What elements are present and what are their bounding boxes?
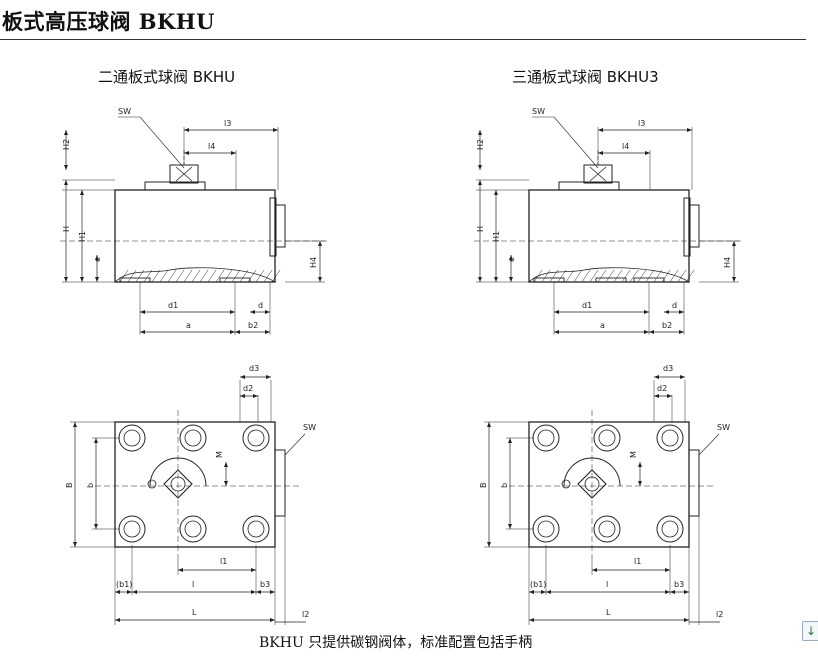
view-title-bkhu: 二通板式球阀 BKHU (98, 68, 236, 86)
dim-b1: (b1) (530, 580, 546, 589)
dim-l2: l2 (716, 610, 723, 619)
dim-b: b (500, 483, 509, 488)
side-view: H2H H1 e H4 l3 l4 SW d1 d a b2 (474, 107, 744, 335)
stem-square (163, 469, 193, 499)
dim-a: a (186, 321, 191, 330)
dim-d1: d1 (168, 301, 178, 310)
dim-sw-top: SW (532, 107, 545, 116)
dim-b3: b3 (260, 580, 270, 589)
dim-a: a (600, 321, 605, 330)
dim-b2: b2 (248, 321, 258, 330)
dim-e: e (93, 257, 102, 262)
dim-B: B (479, 483, 488, 489)
dim-l: l (192, 580, 194, 589)
page-title: 板式高压球阀 BKHU (2, 9, 215, 34)
dim-d3: d3 (249, 364, 259, 373)
dim-d: d (258, 301, 263, 310)
dim-e: e (507, 257, 516, 262)
dim-m: M (215, 451, 224, 458)
stem-square (577, 469, 607, 499)
dim-l4: l4 (622, 142, 629, 151)
dim-h4: H4 (309, 257, 318, 268)
dim-d3: d3 (663, 364, 673, 373)
dim-L: L (192, 608, 197, 617)
dim-b: b (86, 483, 95, 488)
dim-l1: l1 (634, 557, 641, 566)
dim-h: H (476, 226, 485, 232)
scroll-down-button[interactable]: ↓ (802, 621, 818, 641)
dim-sw: SW (303, 423, 316, 432)
dim-h1: H1 (78, 231, 87, 242)
title-underline (0, 39, 806, 40)
dim-b1: (b1) (116, 580, 132, 589)
dim-L: L (606, 608, 611, 617)
dim-sw-top: SW (118, 107, 131, 116)
dim-l4: l4 (208, 142, 215, 151)
side-view: H2H H1 e H4 l3 l4 SW d1 d a b2 (60, 107, 330, 335)
view-title-bkhu3: 三通板式球阀 BKHU3 (512, 68, 659, 86)
dim-d: d (672, 301, 677, 310)
ball-outline (563, 457, 621, 487)
dim-h: H (62, 226, 71, 232)
dim-l: l (606, 580, 608, 589)
dim-l3: l3 (224, 119, 231, 128)
dim-b2: b2 (662, 321, 672, 330)
ball-outline (149, 457, 207, 487)
dim-b3: b3 (674, 580, 684, 589)
dim-d2: d2 (657, 384, 667, 393)
dim-d2: d2 (243, 384, 253, 393)
dim-d1: d1 (582, 301, 592, 310)
dim-l1: l1 (220, 557, 227, 566)
dim-h4: H4 (723, 257, 732, 268)
dim-h2: H2 (476, 139, 485, 150)
dim-B: B (65, 483, 74, 489)
dim-h2: H2 (62, 139, 71, 150)
dim-m: M (629, 451, 638, 458)
arrow-down-icon: ↓ (805, 624, 817, 638)
footer-caption: BKHU 只提供碳钢阀体，标准配置包括手柄 (259, 635, 533, 651)
dim-l3: l3 (638, 119, 645, 128)
dim-l2: l2 (302, 610, 309, 619)
dim-sw: SW (717, 423, 730, 432)
dim-h1: H1 (492, 231, 501, 242)
